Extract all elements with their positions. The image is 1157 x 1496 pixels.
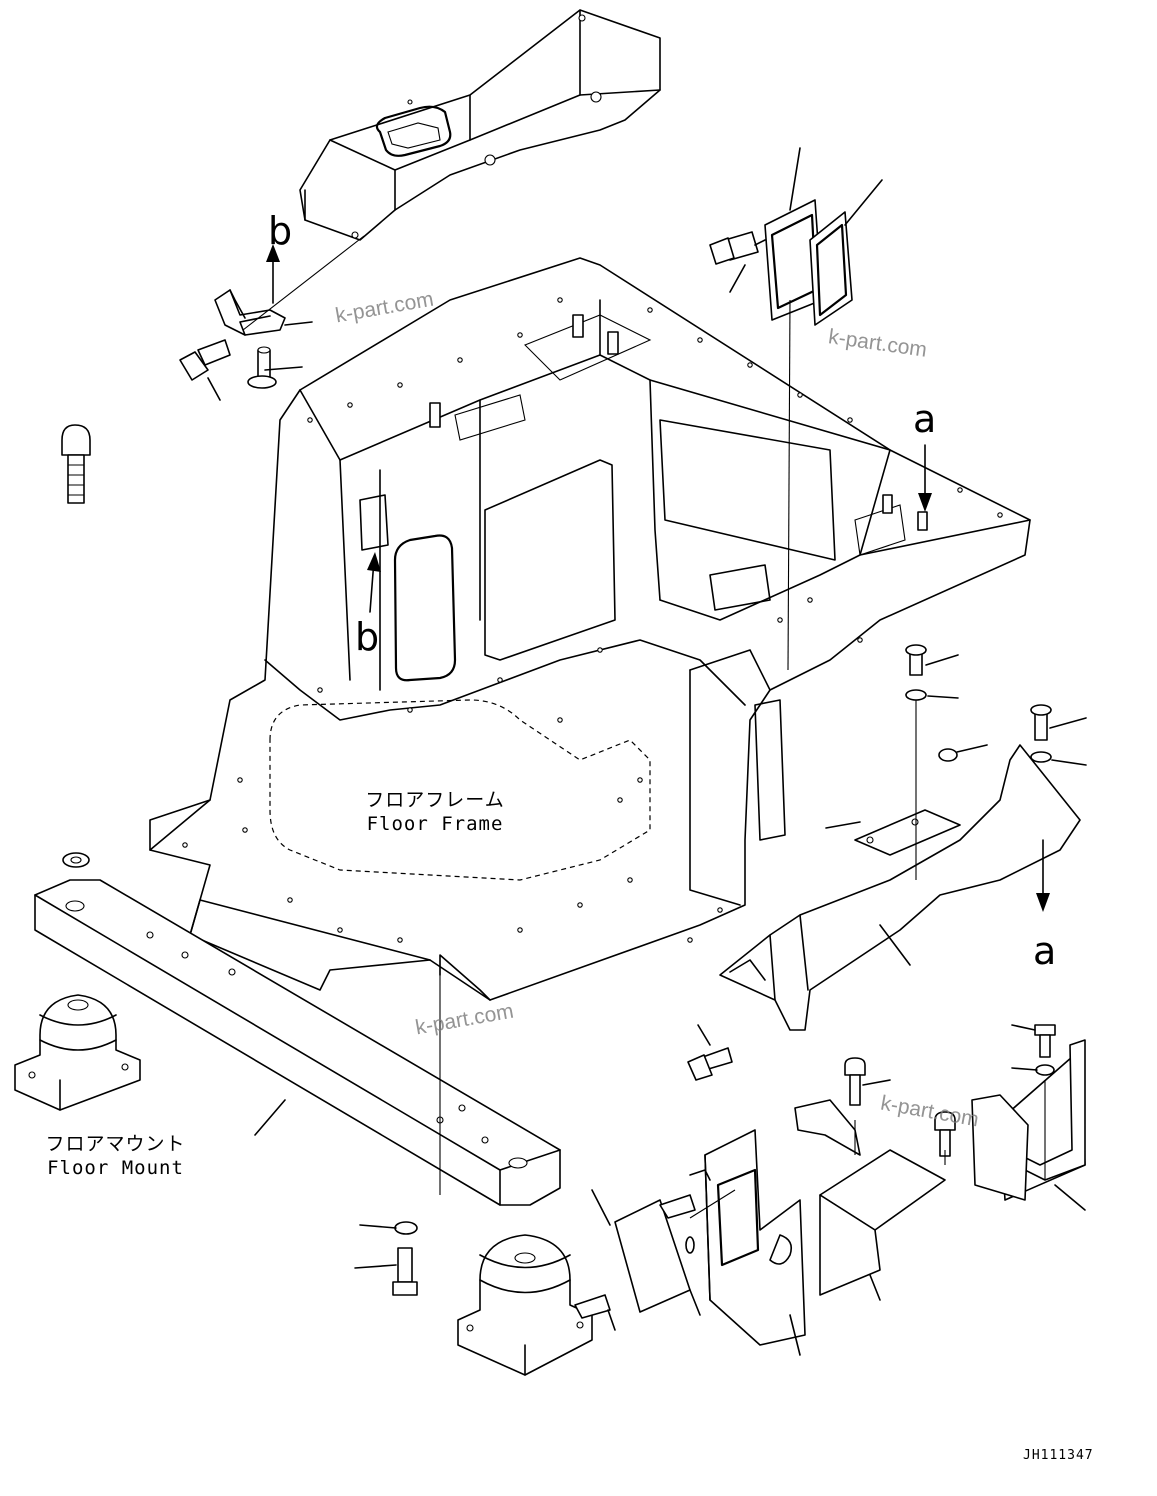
- drawing-code: JH111347: [1023, 1448, 1094, 1463]
- top-cover-plate: [709, 147, 883, 671]
- floor-mount-left: [14, 994, 141, 1111]
- bracket-b: [179, 235, 365, 401]
- lower-right-covers: [574, 1024, 1086, 1356]
- floor-frame-label: フロアフレーム Floor Frame: [345, 788, 525, 836]
- ref-label-b-top: b: [268, 209, 293, 253]
- ref-label-a-top: a: [913, 397, 937, 441]
- floor-mount-beam: [34, 424, 561, 1206]
- floor-frame: [149, 257, 1031, 1001]
- floor-mount-label-jp: フロアマウント: [45, 1133, 186, 1155]
- floor-frame-label-jp: フロアフレーム: [365, 789, 505, 811]
- cab-top-pillar: [299, 9, 661, 241]
- ref-label-b-mid: b: [355, 615, 380, 659]
- ref-arrow-b-mid: [367, 552, 381, 613]
- ref-arrow-a-top: [918, 444, 932, 512]
- frame-holes: [182, 297, 1003, 943]
- floor-mount-label-en: Floor Mount: [47, 1157, 184, 1179]
- ref-label-a-bottom: a: [1033, 929, 1057, 973]
- floor-frame-label-en: Floor Frame: [366, 813, 504, 835]
- floor-mount-bottom: [354, 1221, 593, 1376]
- right-side-cover: [687, 644, 1087, 1081]
- floor-mount-label: フロアマウント Floor Mount: [28, 1132, 203, 1180]
